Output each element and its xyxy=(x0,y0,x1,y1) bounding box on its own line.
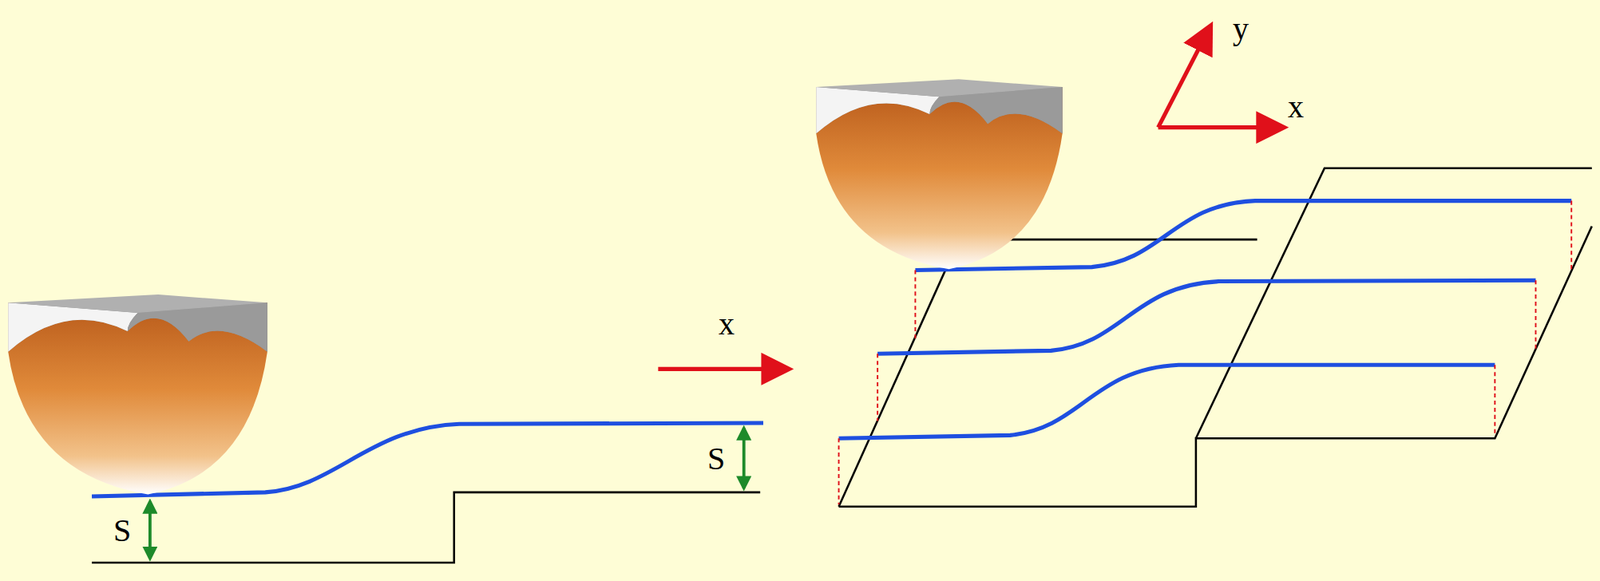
axes xyxy=(1158,28,1281,128)
axis-label: S xyxy=(113,514,131,547)
scan-arrow xyxy=(657,367,786,372)
left-profile xyxy=(7,294,764,563)
axis-label: x xyxy=(1287,91,1304,123)
axis-label: y xyxy=(1232,12,1249,45)
axis-label: x xyxy=(718,308,735,341)
axis-label: S xyxy=(707,443,725,476)
